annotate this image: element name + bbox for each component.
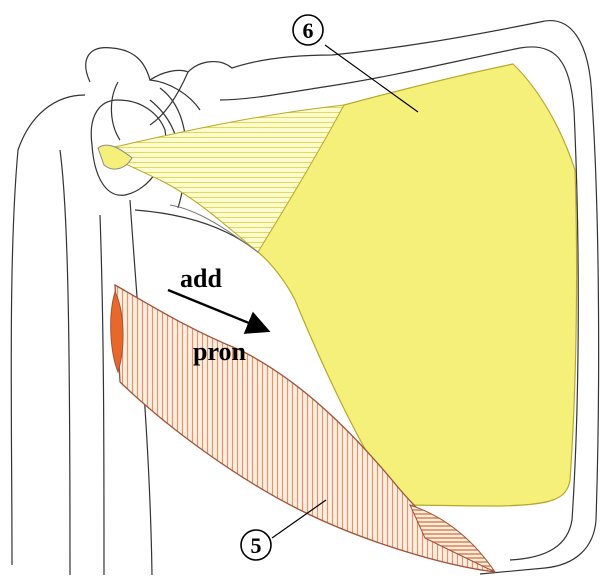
label-6: 6	[293, 15, 323, 45]
action-add-label: add	[180, 264, 222, 293]
label-5: 5	[241, 530, 271, 560]
label-6-text: 6	[303, 18, 314, 43]
label-5-text: 5	[251, 533, 262, 558]
action-pron-label: pron	[193, 337, 247, 366]
